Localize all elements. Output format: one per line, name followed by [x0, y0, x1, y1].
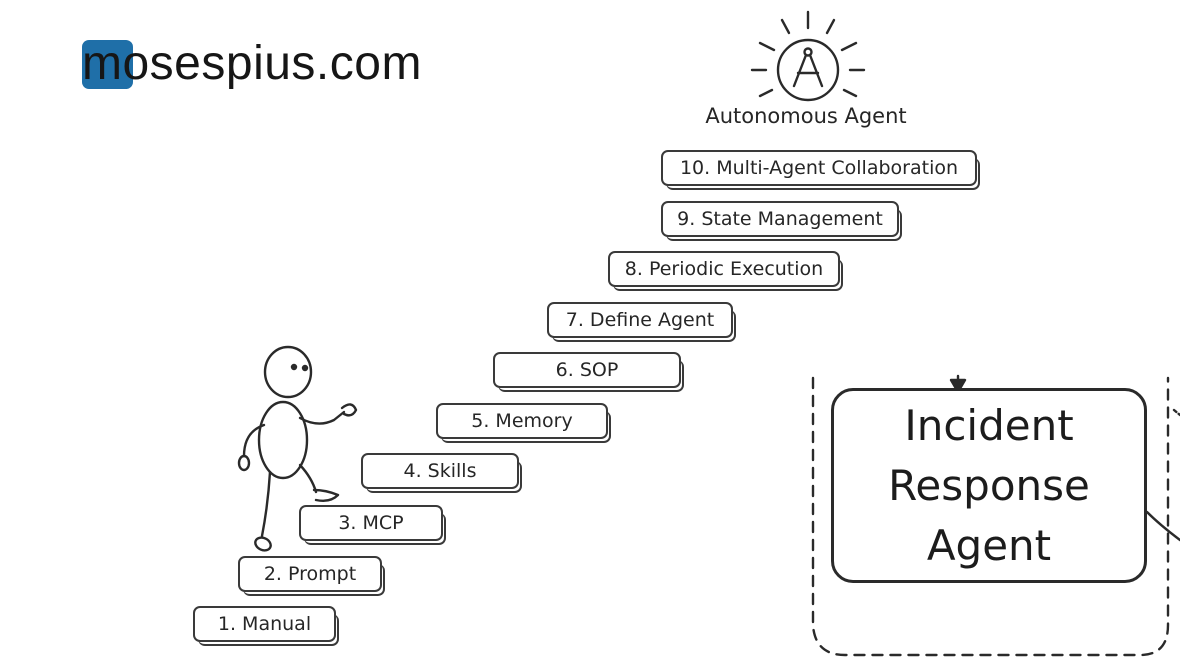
step-define-agent: 7. Define Agent	[547, 302, 736, 342]
step-state-management: 9. State Management	[661, 201, 902, 241]
side-connector	[1145, 510, 1180, 542]
step-prompt: 2. Prompt	[238, 556, 385, 596]
logo-highlight	[82, 40, 133, 89]
step-memory: 5. Memory	[436, 403, 611, 443]
logo-text: mosespius.com	[82, 37, 422, 90]
step-mcp: 3. MCP	[299, 505, 446, 545]
incident-box-line2: Response	[888, 460, 1090, 510]
incident-box-line3: Agent	[926, 520, 1052, 570]
incident-response-agent-box: Incident Response Agent	[831, 388, 1147, 583]
incident-box-line1: Incident	[904, 400, 1074, 450]
step-multi-agent-collaboration: 10. Multi-Agent Collaboration	[661, 150, 980, 190]
step-skills: 4. Skills	[361, 453, 522, 493]
dashed-frame	[811, 376, 1170, 657]
step-manual: 1. Manual	[193, 606, 339, 646]
stick-figure	[237, 345, 358, 552]
compass-lightbulb-icon	[750, 10, 866, 102]
autonomous-agent-label: Autonomous Agent	[705, 104, 907, 128]
step-periodic-execution: 8. Periodic Execution	[608, 251, 843, 291]
step-sop: 6. SOP	[493, 352, 684, 392]
site-logo[interactable]: mosespius.com	[80, 36, 422, 92]
